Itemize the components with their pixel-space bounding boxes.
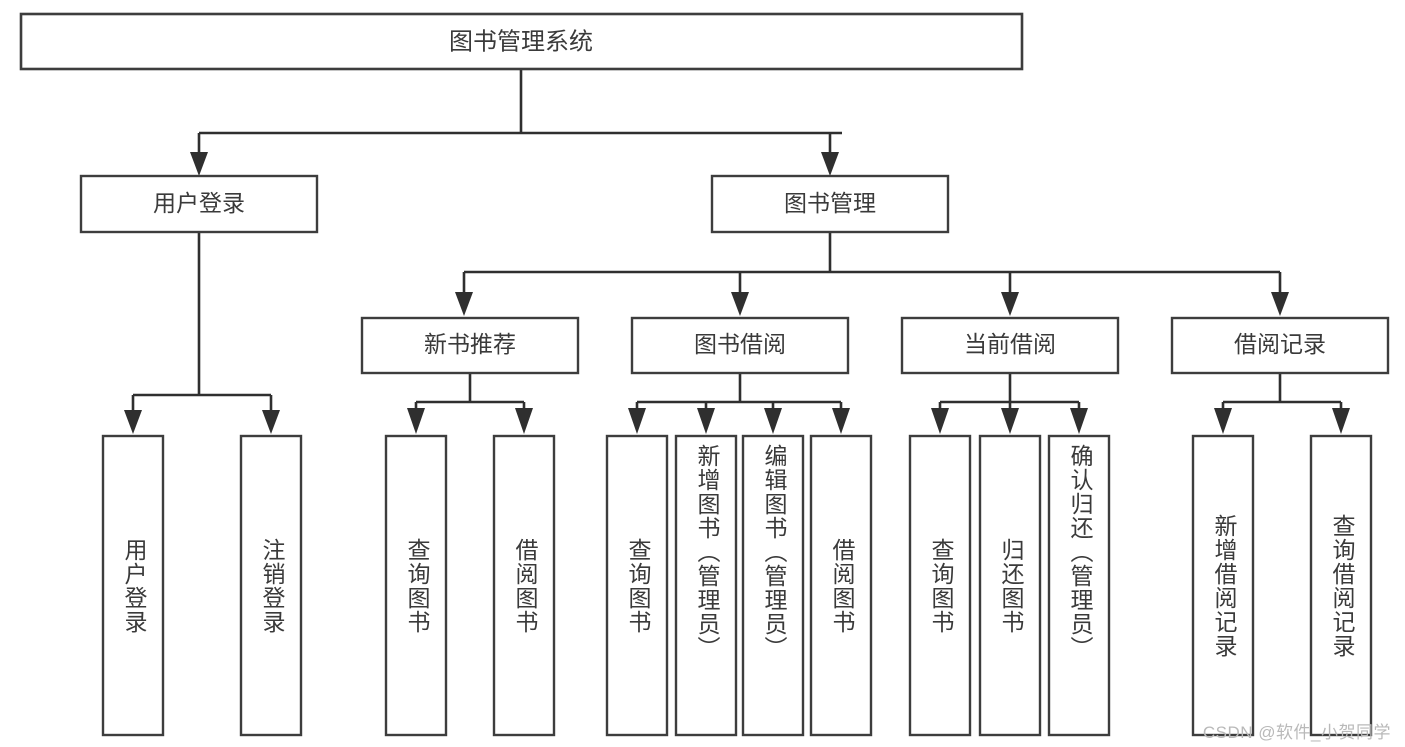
leaf-box-query-book-current[interactable] bbox=[908, 434, 972, 737]
arrow-head-icon bbox=[697, 408, 715, 434]
node-borrow-record[interactable]: 借阅记录 bbox=[1170, 316, 1390, 375]
connector-user-login-to-leaves bbox=[124, 232, 280, 434]
arrow-head-icon bbox=[515, 408, 533, 434]
leaf-box-logout[interactable] bbox=[239, 434, 303, 737]
leaf-box-add-book-admin[interactable] bbox=[674, 434, 738, 737]
leaf-box-add-borrow-record[interactable] bbox=[1191, 434, 1255, 737]
arrow-head-icon bbox=[1332, 408, 1350, 434]
arrow-head-icon bbox=[1214, 408, 1232, 434]
arrow-head-icon bbox=[1001, 408, 1019, 434]
connector-current-borrow-to-leaves bbox=[931, 373, 1088, 434]
arrow-head-icon bbox=[1070, 408, 1088, 434]
node-new-book-recommend-label: 新书推荐 bbox=[424, 331, 516, 357]
leaf-box-confirm-return-admin[interactable] bbox=[1047, 434, 1111, 737]
leaf-box-borrow-book-recommend[interactable] bbox=[492, 434, 556, 737]
leaf-box-return-book[interactable] bbox=[978, 434, 1042, 737]
node-root-label: 图书管理系统 bbox=[449, 28, 593, 55]
node-book-borrow[interactable]: 图书借阅 bbox=[630, 316, 850, 375]
arrow-head-icon bbox=[764, 408, 782, 434]
node-user-login-label: 用户登录 bbox=[153, 190, 245, 216]
arrow-head-icon bbox=[731, 292, 749, 316]
node-current-borrow-label: 当前借阅 bbox=[964, 331, 1056, 357]
node-current-borrow[interactable]: 当前借阅 bbox=[900, 316, 1120, 375]
arrow-head-icon bbox=[262, 410, 280, 434]
connector-borrow-record-to-leaves bbox=[1214, 373, 1350, 434]
arrow-head-icon bbox=[407, 408, 425, 434]
arrow-head-icon bbox=[1271, 292, 1289, 316]
node-root-book-management-system[interactable]: 图书管理系统 bbox=[19, 12, 1024, 71]
leaf-box-edit-book-admin[interactable] bbox=[741, 434, 805, 737]
arrow-head-icon bbox=[832, 408, 850, 434]
arrow-head-icon bbox=[628, 408, 646, 434]
leaf-box-borrow-book[interactable] bbox=[809, 434, 873, 737]
node-book-borrow-label: 图书借阅 bbox=[694, 331, 786, 357]
leaf-box-user-login[interactable] bbox=[101, 434, 165, 737]
arrow-head-icon bbox=[124, 410, 142, 434]
leaf-box-query-borrow-record[interactable] bbox=[1309, 434, 1373, 737]
node-book-management-label: 图书管理 bbox=[784, 190, 876, 216]
arrow-head-icon bbox=[1001, 292, 1019, 316]
node-book-management[interactable]: 图书管理 bbox=[710, 174, 950, 234]
leaf-box-query-book-recommend[interactable] bbox=[384, 434, 448, 737]
connector-book-manage-to-level2 bbox=[455, 232, 1289, 316]
connector-book-borrow-to-leaves bbox=[628, 373, 850, 434]
arrow-head-icon bbox=[190, 152, 208, 176]
leaf-box-query-book-borrow[interactable] bbox=[605, 434, 669, 737]
node-new-book-recommend[interactable]: 新书推荐 bbox=[360, 316, 580, 375]
node-user-login[interactable]: 用户登录 bbox=[79, 174, 319, 234]
node-borrow-record-label: 借阅记录 bbox=[1234, 331, 1326, 357]
connector-root-to-level1 bbox=[190, 69, 842, 176]
arrow-head-icon bbox=[455, 292, 473, 316]
arrow-head-icon bbox=[931, 408, 949, 434]
connector-new-book-to-leaves bbox=[407, 373, 533, 434]
arrow-head-icon bbox=[821, 152, 839, 176]
